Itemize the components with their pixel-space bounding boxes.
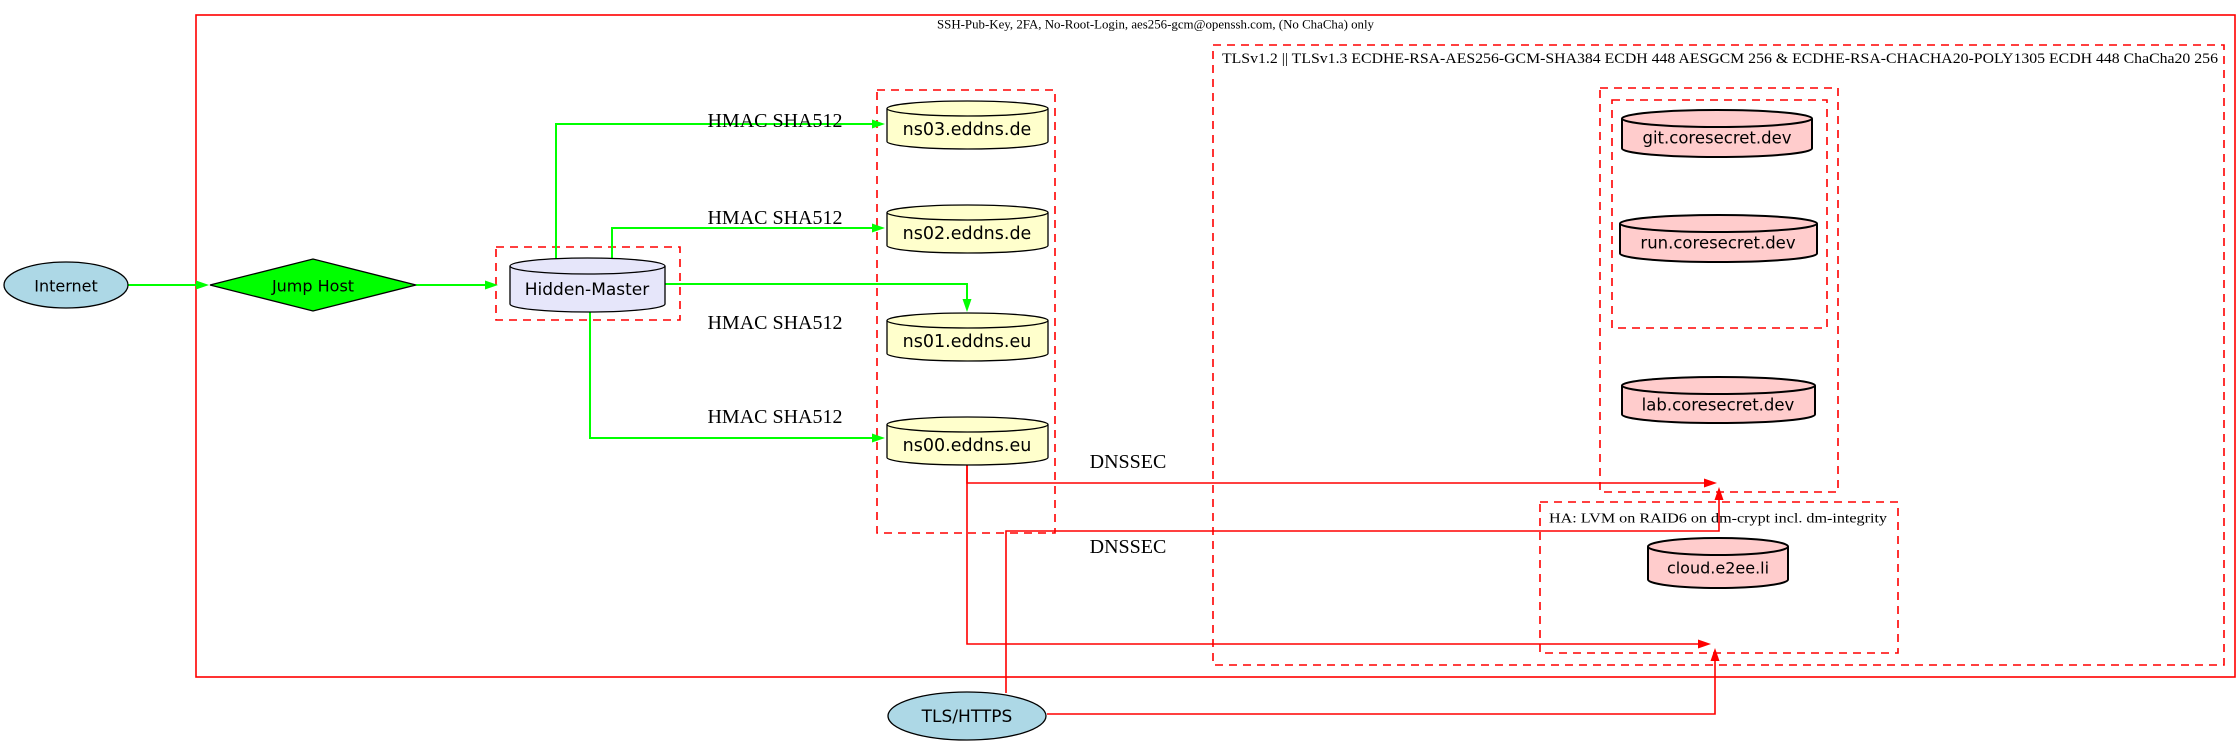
cluster-tls-label: TLSv1.2 || TLSv1.3 ECDHE-RSA-AES256-GCM-… xyxy=(1222,51,2218,67)
arrowhead-dnssec-coresecret xyxy=(1704,478,1717,488)
hidden-master-label: Hidden-Master xyxy=(525,280,650,300)
lab-cylinder xyxy=(1621,376,1816,424)
arrowhead-dnssec-ha xyxy=(1698,639,1711,649)
git-label: git.coresecret.dev xyxy=(1642,129,1791,148)
cluster-ssh-outer: SSH-Pub-Key, 2FA, No-Root-Login, aes256-… xyxy=(195,14,2236,678)
arrowhead-ns01 xyxy=(962,299,972,312)
internet-label: Internet xyxy=(34,277,98,296)
edge-label-dnssec-1: DNSSEC xyxy=(1090,451,1167,473)
edge-hiddenmaster-ns02 xyxy=(611,227,873,260)
lab-cylinder-lid xyxy=(1621,385,1816,395)
cluster-tls: TLSv1.2 || TLSv1.3 ECDHE-RSA-AES256-GCM-… xyxy=(1212,44,2225,666)
git-cylinder xyxy=(1621,109,1813,158)
run-label: run.coresecret.dev xyxy=(1640,234,1795,253)
edges-red xyxy=(966,463,1724,715)
internet-ellipse xyxy=(3,261,129,309)
ns01-label: ns01.eddns.eu xyxy=(903,332,1032,352)
jump-host-label: Jump Host xyxy=(271,277,354,296)
cluster-eddns-border xyxy=(876,89,1056,534)
cloud-cylinder-lid xyxy=(1647,546,1789,556)
edge-hiddenmaster-ns00 xyxy=(589,310,873,439)
edge-hiddenmaster-ns01 xyxy=(665,283,968,300)
edge-label-hmac-ns00: HMAC SHA512 xyxy=(707,406,842,428)
cluster-tls-border xyxy=(1212,44,2225,666)
tls-https-label: TLS/HTTPS xyxy=(921,707,1013,727)
cluster-hidden-master-border xyxy=(495,246,681,321)
node-internet: Internet xyxy=(3,261,129,309)
arrowhead-internet-jumphost xyxy=(196,280,209,290)
git-cylinder-lid xyxy=(1621,118,1813,128)
node-lab: lab.coresecret.dev xyxy=(1621,376,1816,424)
cluster-ha: HA: LVM on RAID6 on dm-crypt incl. dm-in… xyxy=(1539,501,1899,654)
arrowhead-tls-coresecret xyxy=(1714,487,1724,500)
ns00-label: ns00.eddns.eu xyxy=(903,436,1032,456)
cloud-cylinder xyxy=(1647,537,1789,589)
node-tls-https: TLS/HTTPS xyxy=(887,691,1047,741)
ns01-cylinder-lid xyxy=(886,320,1049,329)
jump-host-diamond xyxy=(209,258,417,312)
node-ns03: ns03.eddns.de xyxy=(886,100,1049,150)
edge-hiddenmaster-ns03 xyxy=(555,123,873,260)
edge-label-dnssec-2: DNSSEC xyxy=(1090,536,1167,558)
edge-tls-ha xyxy=(1047,660,1716,715)
cloud-label: cloud.e2ee.li xyxy=(1667,559,1769,578)
node-ns00: ns00.eddns.eu xyxy=(886,416,1049,466)
cluster-ha-border xyxy=(1539,501,1899,654)
edge-label-hmac-ns01: HMAC SHA512 xyxy=(707,312,842,334)
hidden-master-cylinder-lid xyxy=(509,265,666,275)
arrowhead-jumphost-hiddenmaster xyxy=(485,280,498,290)
edge-dnssec-coresecret xyxy=(966,463,1705,484)
arrowhead-ns03 xyxy=(872,119,885,129)
run-cylinder xyxy=(1619,214,1818,263)
edge-dnssec-ha xyxy=(966,463,1699,645)
arrowhead-tls-ha xyxy=(1710,648,1720,661)
ns02-label: ns02.eddns.de xyxy=(903,224,1032,244)
node-cloud: cloud.e2ee.li xyxy=(1647,537,1789,589)
node-run: run.coresecret.dev xyxy=(1619,214,1818,263)
ns00-cylinder xyxy=(886,416,1049,466)
edge-tls-coresecret xyxy=(1005,499,1720,693)
ns03-cylinder xyxy=(886,100,1049,150)
arrowhead-ns02 xyxy=(872,223,885,233)
tls-https-ellipse xyxy=(887,691,1047,741)
node-jump-host: Jump Host xyxy=(209,258,417,312)
lab-label: lab.coresecret.dev xyxy=(1642,396,1795,415)
ns03-cylinder-lid xyxy=(886,108,1049,117)
edge-label-hmac-ns03: HMAC SHA512 xyxy=(707,110,842,132)
node-git: git.coresecret.dev xyxy=(1621,109,1813,158)
edge-label-hmac-ns02: HMAC SHA512 xyxy=(707,207,842,229)
node-ns02: ns02.eddns.de xyxy=(886,204,1049,254)
cluster-coresecret-inner-border xyxy=(1611,99,1828,329)
node-hidden-master: Hidden-Master xyxy=(509,257,666,313)
ns02-cylinder xyxy=(886,204,1049,254)
cluster-ssh-label: SSH-Pub-Key, 2FA, No-Root-Login, aes256-… xyxy=(937,17,1374,32)
hidden-master-cylinder xyxy=(509,257,666,313)
cluster-ssh-border xyxy=(195,14,2236,678)
edges-green xyxy=(128,119,972,443)
ns03-label: ns03.eddns.de xyxy=(903,120,1032,140)
ns02-cylinder-lid xyxy=(886,212,1049,221)
run-cylinder-lid xyxy=(1619,223,1818,233)
arrowhead-ns00 xyxy=(872,433,885,443)
cluster-ha-label: HA: LVM on RAID6 on dm-crypt incl. dm-in… xyxy=(1549,512,1887,527)
node-ns01: ns01.eddns.eu xyxy=(886,312,1049,362)
ns01-cylinder xyxy=(886,312,1049,362)
ns00-cylinder-lid xyxy=(886,424,1049,433)
